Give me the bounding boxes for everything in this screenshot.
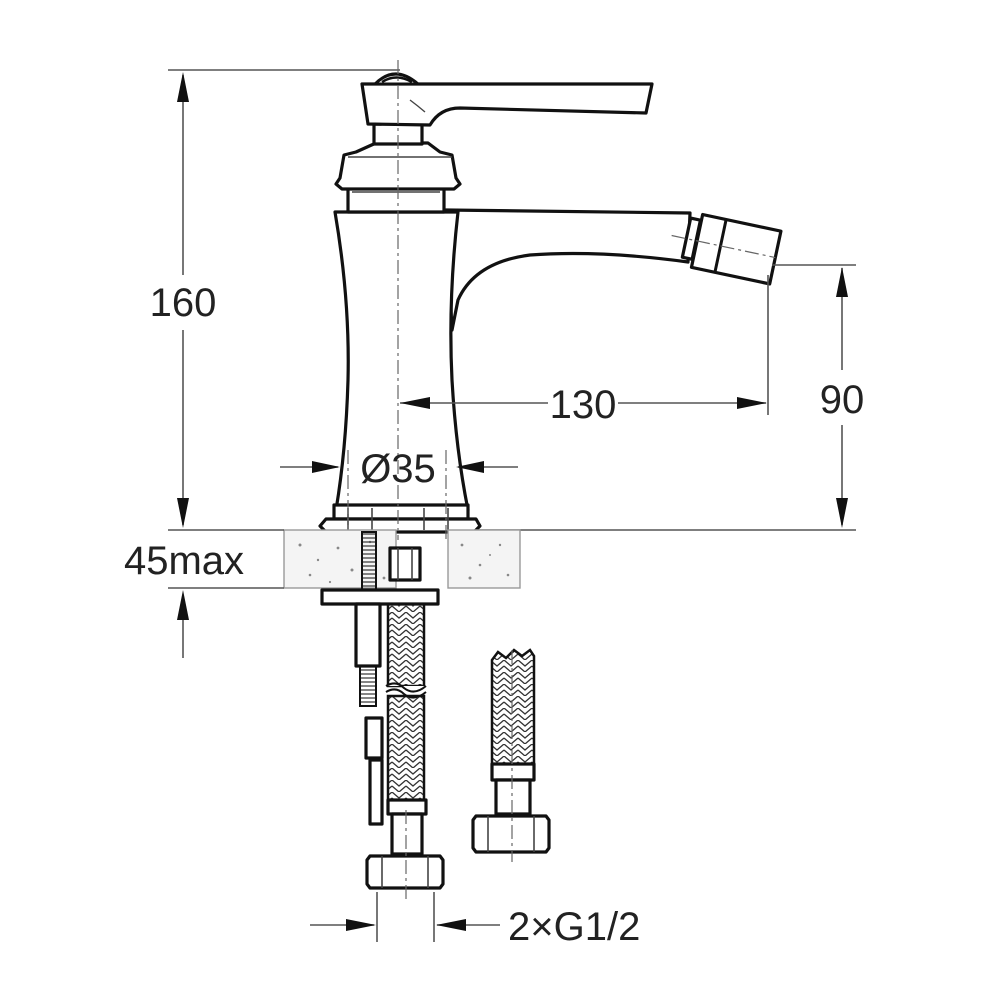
label-connections: 2×G1/2 <box>508 905 640 949</box>
label-160: 160 <box>150 281 217 325</box>
countertop-right <box>447 529 521 589</box>
aerator-swivel <box>671 212 783 286</box>
hose-stem-2 <box>494 778 532 816</box>
arrow-left-icon <box>436 919 466 931</box>
arrow-up-icon <box>177 72 189 102</box>
hose-ferrule-2 <box>490 762 536 782</box>
threaded-rod <box>359 665 377 707</box>
arrow-left-icon <box>400 397 430 409</box>
handle-cap-dome <box>371 72 423 86</box>
dimension-counter-thickness: 45max <box>124 539 244 658</box>
label-90: 90 <box>820 378 865 422</box>
countertop <box>168 529 521 589</box>
nut-sleeve <box>364 716 384 760</box>
flexible-hose-1 <box>386 602 426 688</box>
label-45max: 45max <box>124 539 244 583</box>
dimension-connections: 2×G1/2 <box>310 892 640 949</box>
mounting-plate <box>320 588 440 606</box>
arrow-down-icon <box>177 498 189 528</box>
stud-sleeve <box>354 602 382 668</box>
arrow-up-icon <box>177 590 189 620</box>
hose-stem-1 <box>390 812 424 856</box>
tap-assembly <box>318 72 783 534</box>
threaded-stud <box>361 531 377 591</box>
dimension-body-diameter: Ø35 <box>280 447 518 540</box>
flexible-hose-2 <box>490 648 536 766</box>
countertop-left <box>283 529 397 589</box>
arrow-right-icon <box>312 461 340 473</box>
dimension-spout-reach: 130 <box>400 275 769 427</box>
dimension-total-height: 160 <box>150 69 400 528</box>
label-diameter: Ø35 <box>360 447 436 491</box>
dimension-spout-height: 90 <box>475 264 865 531</box>
lever-handle <box>360 82 654 127</box>
break-line <box>385 682 427 693</box>
arrow-up-icon <box>836 267 848 297</box>
arrow-right-icon <box>346 919 376 931</box>
hose-nut-1 <box>365 854 445 890</box>
label-130: 130 <box>550 383 617 427</box>
arrow-left-icon <box>456 461 484 473</box>
mounting-hardware <box>320 531 551 900</box>
hose-connector <box>388 546 422 582</box>
hose-ferrule-1 <box>386 798 428 816</box>
hose-nut-2 <box>471 814 551 854</box>
arrow-down-icon <box>836 498 848 528</box>
spout <box>444 208 692 332</box>
rod-end <box>368 758 384 826</box>
arrow-right-icon <box>737 397 767 409</box>
